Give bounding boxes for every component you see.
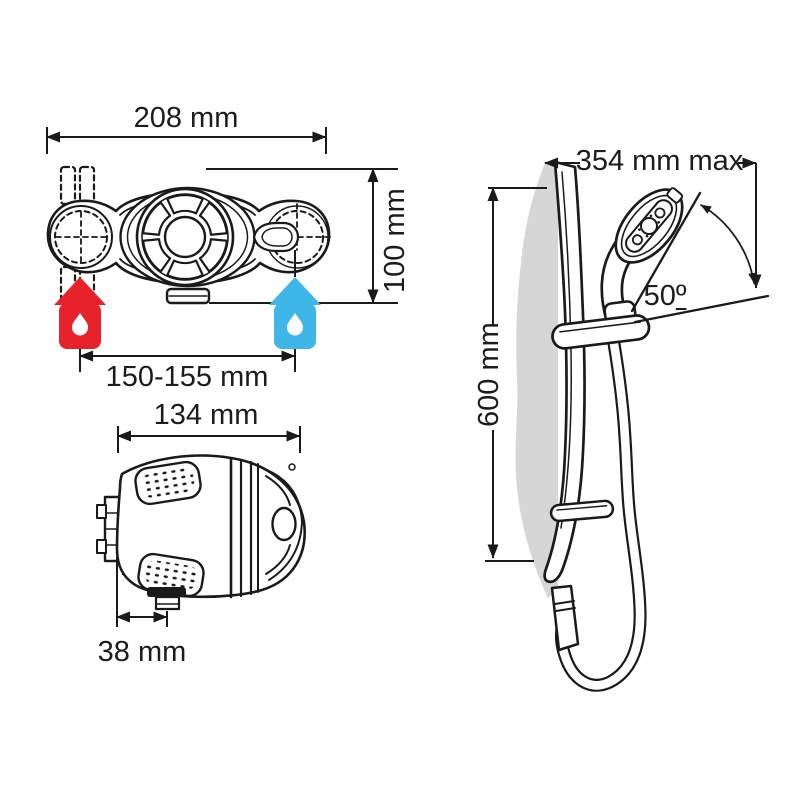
left-end-cap	[49, 205, 113, 269]
angle-value: 50	[643, 280, 676, 312]
handset-holder	[551, 300, 651, 350]
dim-600	[485, 187, 547, 562]
hot-inlet-arrow	[54, 277, 106, 349]
front-width-label: 208 mm	[133, 102, 239, 134]
grip-pad-top	[134, 460, 202, 506]
side-width-label: 134 mm	[153, 399, 259, 431]
dim-208	[46, 127, 327, 154]
shower-rail-view	[485, 157, 770, 692]
hose-clamp	[549, 499, 615, 523]
wall-surface	[515, 161, 558, 598]
rail-height-label: 600 mm	[473, 322, 505, 427]
mixer-front-view	[46, 127, 398, 372]
mixer-side-view	[96, 426, 306, 627]
cold-inlet-arrow	[269, 277, 321, 349]
shower-hose	[554, 319, 647, 692]
front-height-label: 100 mm	[379, 188, 411, 293]
cold-droplet-icon	[287, 313, 303, 336]
angle-label: 50º	[617, 281, 713, 311]
hot-droplet-icon	[72, 313, 88, 336]
control-knob	[135, 187, 235, 287]
dim-134	[117, 426, 301, 453]
angle-annotation	[630, 191, 770, 324]
knob-petals	[142, 193, 228, 281]
outlet-offset-label: 38 mm	[97, 636, 187, 668]
rail-max-width-label: 354 mm max	[575, 145, 744, 177]
inlet-extension-lines	[79, 250, 296, 372]
angle-unit: º	[675, 280, 687, 312]
hose-connector	[550, 584, 580, 652]
shower-handset-head	[614, 187, 684, 264]
outlet-side	[147, 587, 186, 611]
dome-detail	[265, 463, 303, 581]
dim-38	[116, 557, 168, 627]
inlet-spacing-label: 150-155 mm	[105, 361, 269, 393]
collar-bands	[229, 457, 259, 599]
diverter-button	[252, 221, 300, 253]
